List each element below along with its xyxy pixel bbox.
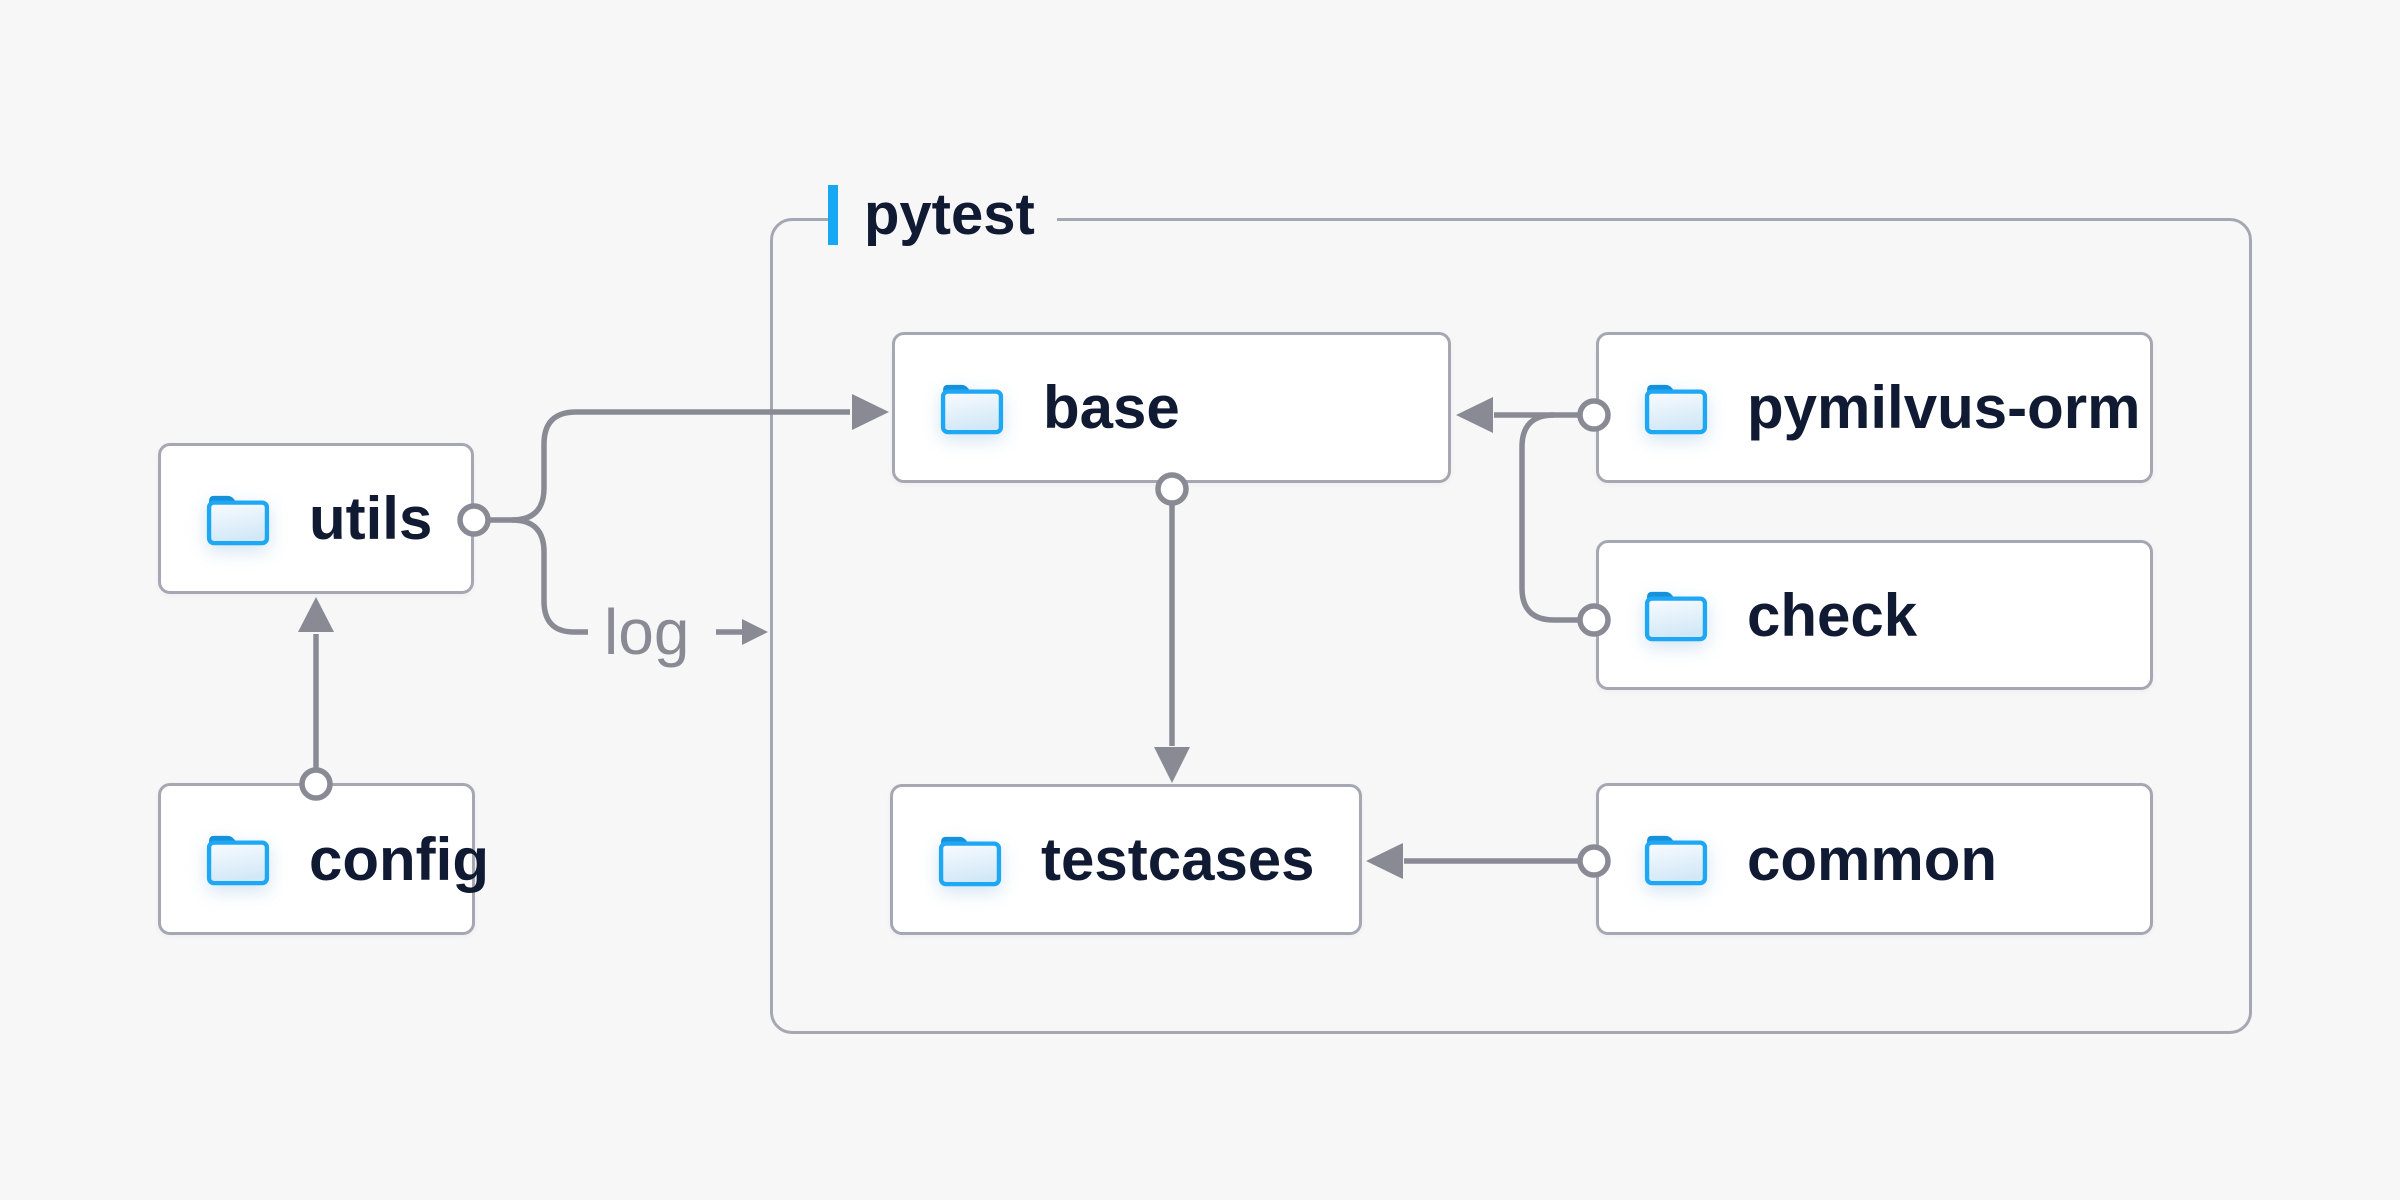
folder-icon <box>205 832 271 886</box>
node-label: testcases <box>1041 826 1315 893</box>
folder-icon <box>1643 832 1709 886</box>
arrowhead-right-log <box>742 619 768 645</box>
node-label: check <box>1747 581 1918 649</box>
node-label: common <box>1747 825 1998 893</box>
node-common: common <box>1596 783 2153 935</box>
node-label: base <box>1043 374 1180 441</box>
accent-bar <box>828 185 838 245</box>
node-base: base <box>892 332 1451 483</box>
edge-utils-log <box>511 517 588 635</box>
node-pymilvus-orm: pymilvus-orm <box>1596 332 2153 483</box>
node-utils: utils <box>158 443 474 594</box>
node-check: check <box>1596 540 2153 690</box>
pytest-group-title: pytest <box>864 182 1035 247</box>
pytest-group-label: pytest <box>828 184 1057 246</box>
folder-icon <box>937 833 1003 887</box>
folder-icon <box>205 492 271 546</box>
node-config: config <box>158 783 489 935</box>
folder-icon <box>1643 588 1709 642</box>
node-label: config <box>309 825 489 893</box>
pytest-group-container <box>770 218 2252 1034</box>
edge-label-log: log <box>604 596 690 668</box>
node-label: utils <box>309 485 433 552</box>
folder-icon <box>939 381 1005 435</box>
node-testcases: testcases <box>890 784 1362 935</box>
arrowhead-up-utils <box>298 597 334 632</box>
folder-icon <box>1643 381 1709 435</box>
node-label: pymilvus-orm <box>1747 374 2141 441</box>
